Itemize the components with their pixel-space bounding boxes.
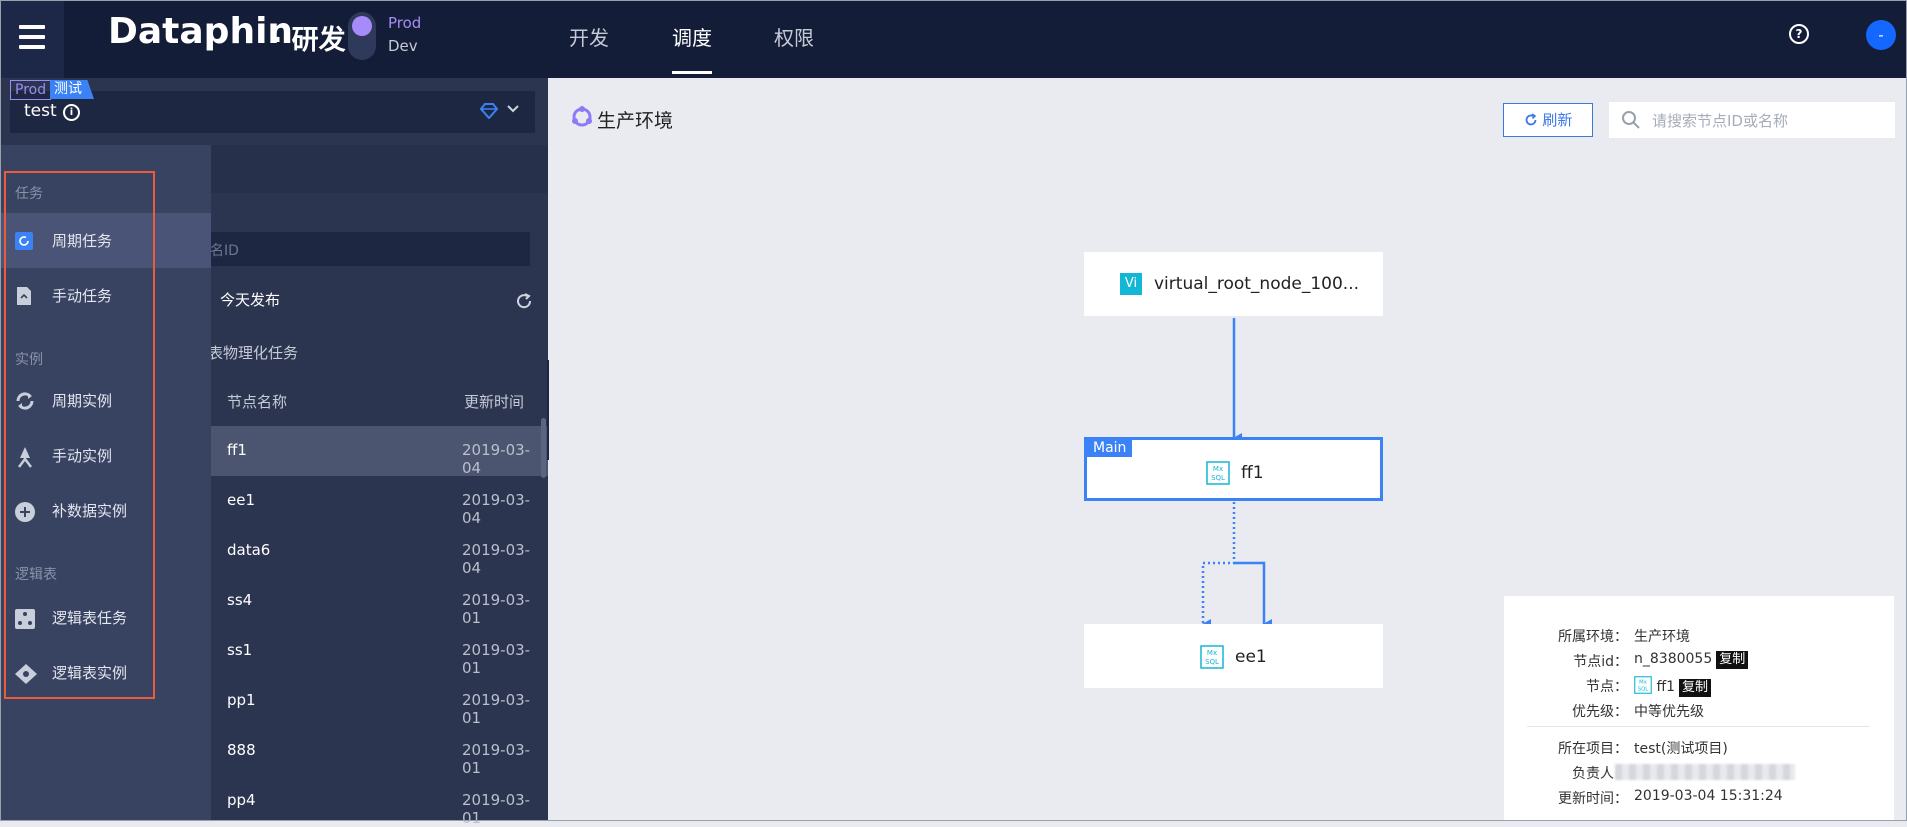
search-placeholder: 请搜索节点ID或名称: [1652, 112, 1788, 130]
node-name: virtual_root_node_100...: [1154, 274, 1360, 294]
manual-instance-icon: [14, 446, 36, 472]
node-info-card: [1504, 596, 1894, 820]
node-name: ff1: [1241, 463, 1264, 483]
env-prod-label[interactable]: Prod: [388, 14, 422, 32]
canvas-title: 生产环境: [597, 110, 674, 132]
diamond-icon: [479, 103, 499, 123]
logic-table-instance-icon: [14, 663, 38, 689]
group-label: 表物理化任务: [208, 344, 299, 362]
svg-text:SQL: SQL: [1638, 686, 1648, 692]
menu-item-logic-table-instance[interactable]: 逻辑表实例: [0, 645, 211, 700]
main-tag: Main: [1087, 440, 1133, 457]
info-divider: [1527, 726, 1870, 727]
plus-circle-icon: [14, 501, 36, 527]
svg-text:Mx: Mx: [1213, 465, 1223, 473]
chevron-down-icon[interactable]: [506, 100, 520, 118]
node-name: ee1: [1235, 647, 1267, 667]
refresh-icon: [1525, 113, 1536, 126]
svg-text:SQL: SQL: [1205, 658, 1219, 666]
dag-node-root[interactable]: Vi virtual_root_node_100...: [1084, 252, 1383, 316]
filter-input[interactable]: [200, 232, 530, 266]
list-scrollbar[interactable]: [541, 418, 546, 478]
menu-item-periodic-instance[interactable]: 周期实例: [0, 373, 211, 428]
svg-text:Mx: Mx: [1207, 649, 1217, 657]
svg-text:Mx: Mx: [1639, 680, 1647, 686]
svg-text:SQL: SQL: [1211, 474, 1225, 482]
info-icon[interactable]: i: [63, 104, 80, 121]
today-publish-label[interactable]: 今天发布: [220, 291, 281, 309]
copy-nodeid-button[interactable]: 复制: [1716, 651, 1749, 669]
hamburger-menu-icon[interactable]: [0, 0, 64, 78]
brand-logo: Dataphin: [108, 11, 294, 52]
node-search-input[interactable]: [1609, 102, 1895, 138]
menu-section-task: 任务: [15, 186, 43, 202]
owner-value-redacted: [1615, 764, 1795, 780]
manual-task-icon: [14, 286, 34, 310]
search-icon: [1621, 110, 1641, 134]
refresh-button[interactable]: 刷新: [1503, 103, 1593, 137]
project-selector[interactable]: [10, 91, 535, 133]
menu-item-manual-instance[interactable]: 手动实例: [0, 428, 211, 483]
avatar[interactable]: -: [1866, 20, 1896, 50]
menu-item-backfill-instance[interactable]: 补数据实例: [0, 483, 211, 538]
refresh-list-icon[interactable]: [515, 292, 533, 315]
column-header-node: 节点名称: [227, 393, 288, 411]
cycle-icon: [14, 391, 36, 415]
env-toggle-switch[interactable]: [348, 12, 376, 60]
project-name: test: [24, 101, 57, 121]
menu-item-manual-task[interactable]: 手动任务: [0, 268, 211, 323]
env-dev-label[interactable]: Dev: [388, 37, 418, 55]
filter-placeholder: 名ID: [210, 243, 239, 259]
nav-permission[interactable]: 权限: [774, 26, 814, 50]
environment-icon: [571, 106, 593, 132]
highlight-box: [4, 171, 155, 699]
menu-section-instance: 实例: [15, 352, 43, 368]
menu-item-periodic-task[interactable]: 周期任务: [0, 213, 211, 268]
help-icon[interactable]: ?: [1789, 24, 1809, 44]
virtual-node-icon: Vi: [1120, 273, 1142, 295]
logic-table-task-icon: [14, 608, 36, 634]
menu-section-logic-table: 逻辑表: [15, 567, 57, 583]
nav-active-indicator: [672, 71, 712, 74]
top-bar: [0, 0, 1907, 78]
nav-schedule[interactable]: 调度: [672, 26, 712, 50]
nav-develop[interactable]: 开发: [569, 26, 609, 50]
column-header-time: 更新时间: [464, 393, 525, 411]
project-name-tag: 测试: [50, 80, 94, 99]
brand-subtitle: · 研发: [272, 25, 346, 56]
periodic-task-icon: [14, 231, 34, 255]
copy-node-button[interactable]: 复制: [1679, 679, 1712, 697]
project-env-tag: Prod: [10, 80, 52, 100]
menu-item-logic-table-task[interactable]: 逻辑表任务: [0, 590, 211, 645]
